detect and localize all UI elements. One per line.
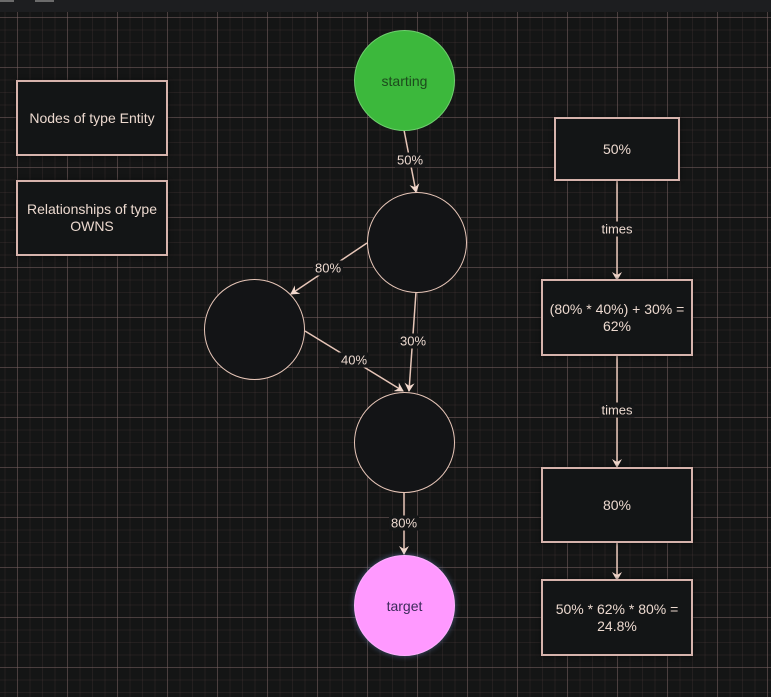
- node-starting[interactable]: starting: [354, 30, 455, 131]
- node-target[interactable]: target: [354, 555, 455, 656]
- top-toolbar: [0, 0, 771, 12]
- calc-step-2-text: (80% * 40%) + 30% = 62%: [549, 300, 685, 334]
- calc-step-3-text: 80%: [602, 496, 632, 513]
- edge-label-b-to-c: 40%: [338, 352, 370, 368]
- calc-op-2: times: [599, 402, 635, 418]
- calc-step-1[interactable]: 50%: [554, 117, 680, 181]
- node-b[interactable]: [204, 279, 305, 380]
- calc-op-1: times: [599, 221, 635, 237]
- calc-step-3[interactable]: 80%: [541, 467, 693, 543]
- edge-label-a-to-c: 30%: [397, 333, 429, 349]
- legend-relationship-text: Relationships of type OWNS: [27, 201, 157, 234]
- edge-label-a-to-b: 80%: [312, 260, 344, 276]
- edge-label-start-to-a: 50%: [394, 152, 426, 168]
- node-c[interactable]: [354, 392, 455, 493]
- calc-step-2[interactable]: (80% * 40%) + 30% = 62%: [541, 279, 693, 356]
- legend-entity-text: Nodes of type Entity: [29, 109, 155, 126]
- node-starting-label: starting: [381, 72, 428, 89]
- legend-entity-box[interactable]: Nodes of type Entity: [16, 80, 168, 156]
- calc-result-text: 50% * 62% * 80% = 24.8%: [555, 600, 679, 634]
- toolbar-tab[interactable]: [0, 0, 14, 2]
- edge-label-c-to-target: 80%: [388, 515, 420, 531]
- calc-result[interactable]: 50% * 62% * 80% = 24.8%: [541, 579, 693, 656]
- toolbar-tab[interactable]: [35, 0, 54, 2]
- legend-relationship-box[interactable]: Relationships of type OWNS: [16, 180, 168, 256]
- node-target-label: target: [386, 597, 423, 614]
- calc-step-1-text: 50%: [602, 140, 632, 157]
- node-a[interactable]: [367, 192, 467, 293]
